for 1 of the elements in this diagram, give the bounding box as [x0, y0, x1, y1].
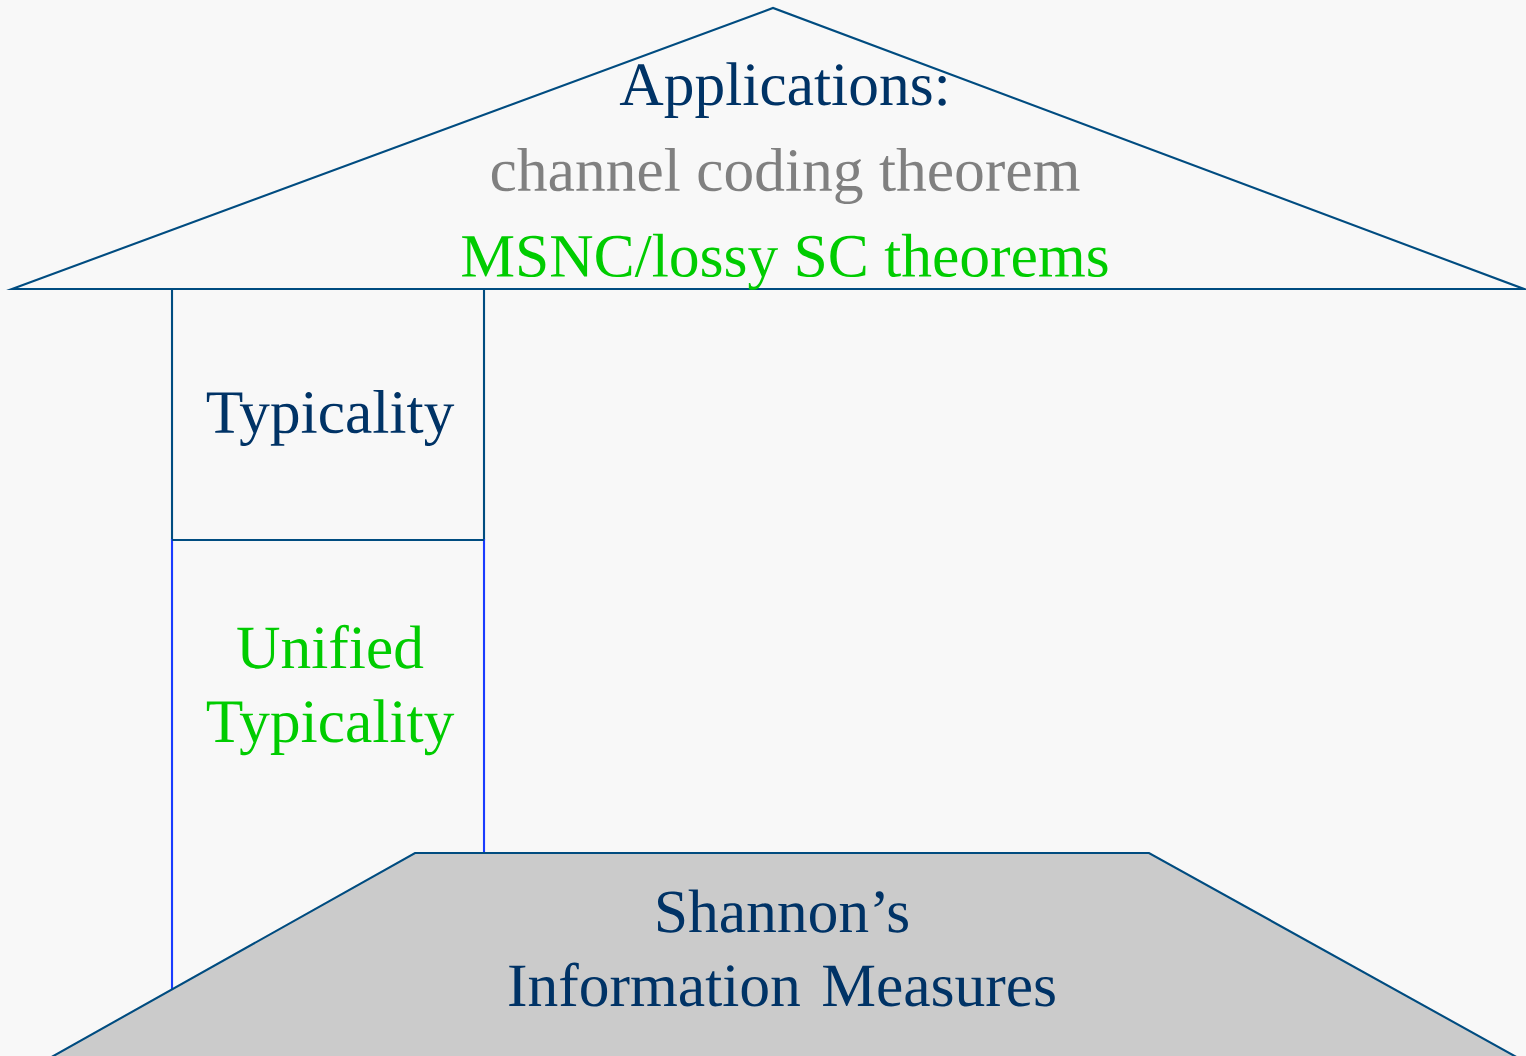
column-box: Typicality — [170, 287, 486, 540]
